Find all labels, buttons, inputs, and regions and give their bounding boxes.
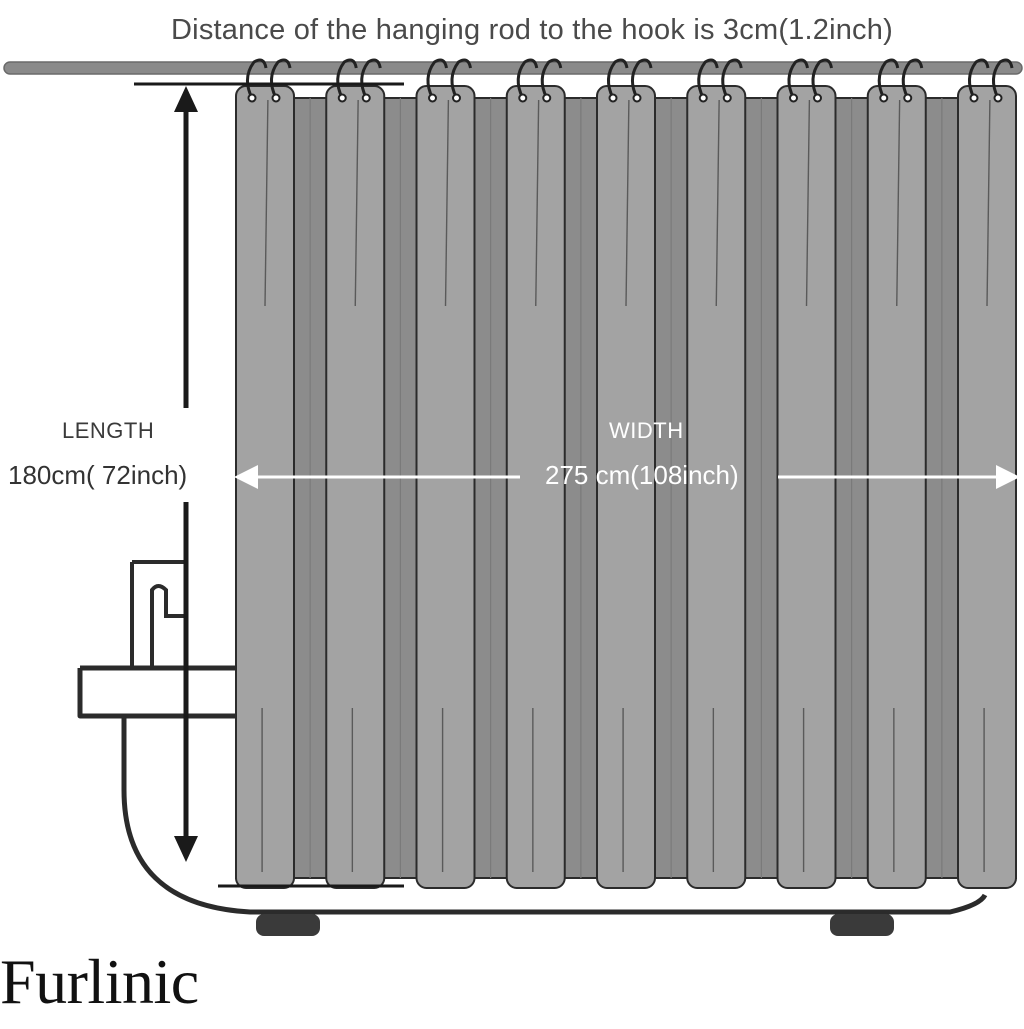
curtain-grommet: [698, 93, 708, 103]
width-value: 275 cm(108inch): [545, 460, 739, 490]
curtain-hook: [968, 58, 990, 99]
curtain-crease-top: [715, 99, 720, 307]
curtain-grommet: [969, 93, 979, 103]
curtain-panel: [235, 85, 295, 889]
curtain-crease-top: [805, 99, 811, 307]
curtain-grommet: [813, 93, 822, 103]
curtain-crease-top: [354, 99, 359, 307]
curtain-hook: [631, 58, 653, 99]
bathtub-foot-right: [830, 914, 894, 936]
curtain-hook: [607, 58, 629, 99]
curtain-grommet: [903, 93, 913, 103]
curtain: [235, 85, 1017, 889]
length-arrow-down: [174, 836, 198, 862]
width-arrow-right: [996, 465, 1020, 489]
length-label: LENGTH: [62, 418, 155, 443]
curtain-panel: [596, 85, 656, 889]
curtain-grommet: [722, 93, 732, 103]
curtain-crease-top: [625, 99, 630, 307]
curtain-grommet: [452, 93, 461, 103]
curtain-grommet: [542, 93, 552, 103]
curtain-hook: [721, 58, 743, 99]
curtain-hook: [360, 58, 382, 99]
curtain-hook: [336, 58, 358, 99]
curtain-panel: [866, 85, 927, 889]
bathtub-faucet: [130, 560, 188, 666]
curtain-grommet: [789, 93, 798, 103]
hooks: [246, 58, 1014, 103]
curtain-hook: [811, 58, 833, 99]
curtain-panel: [505, 85, 566, 889]
curtain-hook: [787, 58, 809, 99]
length-dimension: [134, 82, 404, 888]
curtain-hook: [992, 58, 1014, 99]
rod-distance-note: Distance of the hanging rod to the hook …: [171, 14, 893, 46]
bathtub-foot-left: [256, 914, 320, 936]
brand-logo: Furlinic: [0, 946, 199, 1017]
curtain-hook: [901, 58, 924, 99]
curtain-crease-top: [896, 99, 901, 307]
curtain-grommet: [879, 93, 889, 103]
curtain-crease-top: [264, 99, 269, 307]
curtain-grommet: [632, 93, 642, 103]
curtain-crease-top: [444, 99, 450, 307]
width-label: WIDTH: [609, 418, 684, 443]
width-arrow-left: [234, 465, 258, 489]
curtain-grommet: [608, 93, 618, 103]
hanging-rod: [3, 61, 1023, 75]
curtain-grommet: [247, 93, 257, 103]
curtain-crease-top: [535, 99, 540, 307]
curtain-hook: [270, 58, 292, 99]
curtain-hook: [877, 58, 900, 99]
length-value: 180cm( 72inch): [8, 460, 188, 490]
curtain-hook: [246, 58, 268, 99]
curtain-grommet: [271, 93, 281, 103]
length-arrow-up: [174, 86, 198, 112]
curtain-grommet: [993, 93, 1003, 103]
bathtub-body: [121, 718, 988, 915]
curtain-panel: [325, 85, 386, 889]
curtain-grommet: [518, 93, 528, 103]
curtain-grommet: [337, 93, 347, 103]
curtain-panel: [776, 85, 837, 889]
width-dimension: [234, 465, 1020, 489]
curtain-grommet: [428, 93, 437, 103]
curtain-hook: [540, 58, 563, 99]
curtain-crease-top: [986, 99, 991, 307]
curtain-hook: [450, 58, 472, 99]
curtain-hook: [516, 58, 539, 99]
curtain-grommet: [361, 93, 371, 103]
curtain-panel: [415, 85, 476, 889]
curtain-panel: [686, 85, 747, 889]
bathtub-rim: [77, 665, 236, 719]
curtain-hook: [426, 58, 448, 99]
curtain-hook: [697, 58, 719, 99]
curtain-panel: [957, 85, 1017, 889]
